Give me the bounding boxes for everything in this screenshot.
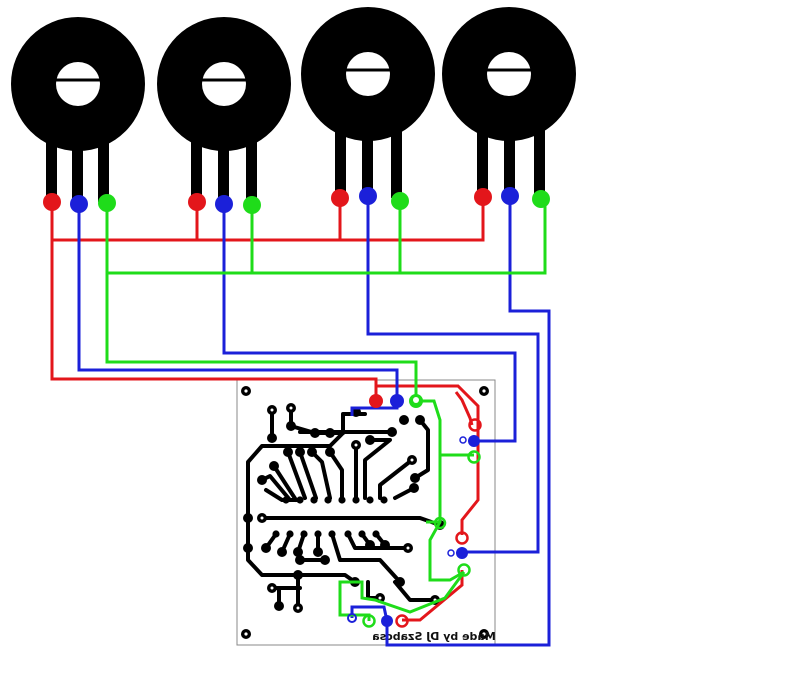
pot3-pin-blue [359, 187, 377, 205]
pot2-pin-green [243, 196, 261, 214]
pot-pin-dots [43, 187, 550, 214]
potentiometer-1 [11, 17, 145, 202]
pot4-pin-blue [501, 187, 519, 205]
pot4-pin-red [474, 188, 492, 206]
board-connection-dots [347, 394, 482, 628]
pot1-pin-blue [70, 195, 88, 213]
pot1-pin-red [43, 193, 61, 211]
pot4-pin-green [532, 190, 550, 208]
board-credit-group: Made by DJ Szabcsa [372, 630, 496, 643]
pot1-pin-green [98, 194, 116, 212]
potentiometer-4 [442, 7, 576, 198]
blue-wires [77, 196, 551, 647]
green-wires [105, 199, 547, 621]
board-credit-text: Made by DJ Szabcsa [372, 630, 496, 643]
ic-pin-rows [272, 496, 388, 538]
potentiometer-3 [301, 7, 435, 198]
pot2-pin-red [188, 193, 206, 211]
potentiometer-2 [157, 17, 291, 202]
pcb-board: Made by DJ Szabcsa [236, 379, 496, 646]
pot2-pin-blue [215, 195, 233, 213]
pot3-pin-green [391, 192, 409, 210]
pot3-pin-red [331, 189, 349, 207]
